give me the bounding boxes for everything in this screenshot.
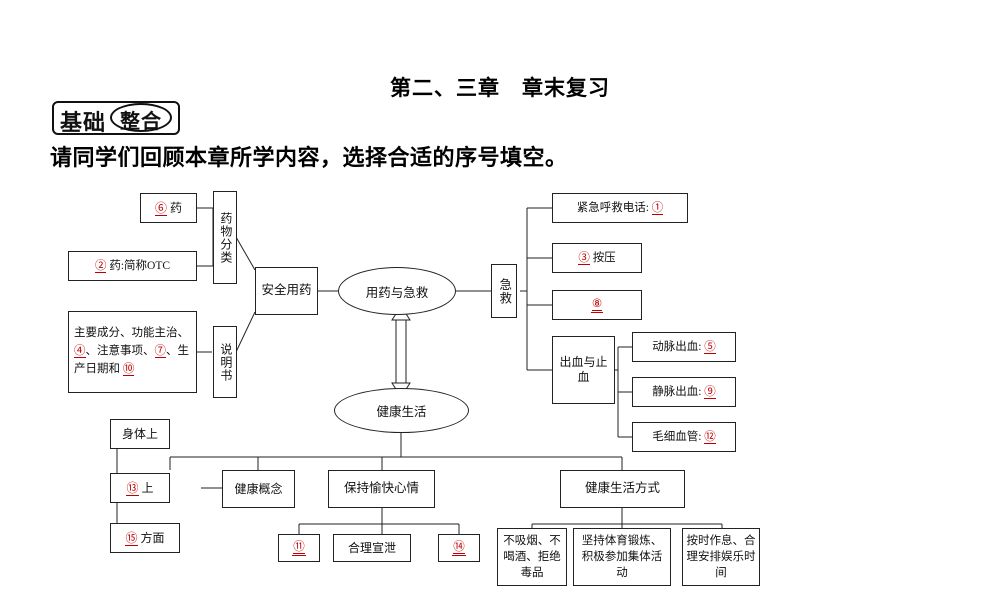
node-label: 坚持体育锻炼、积极参加集体活动 — [581, 534, 663, 580]
node-label: ⑧ — [590, 297, 604, 313]
node-emergency-phone: 紧急呼救电话: ① — [552, 193, 688, 223]
node-label: 按时作息、合理安排娱乐时间 — [686, 534, 756, 580]
section-stamp: 基础 整合 — [52, 101, 180, 135]
node-capillary-bleeding: 毛细血管: ⑫ — [632, 422, 736, 452]
node-label: 保持愉快心情 — [343, 481, 419, 496]
node-label: 健康生活方式 — [584, 481, 660, 496]
node-no-smoking-drinking-drugs: 不吸烟、不喝酒、拒绝毒品 — [497, 528, 567, 586]
node-label: 出血与止血 — [559, 355, 608, 384]
node-blank-eight: ⑧ — [552, 290, 642, 320]
node-label: 药物分类 — [218, 211, 233, 264]
node-keep-happy-mood: 保持愉快心情 — [328, 470, 435, 508]
center-node-healthy-living: 健康生活 — [334, 388, 469, 433]
node-healthy-lifestyle: 健康生活方式 — [560, 470, 685, 508]
instruction-text: 请同学们回顾本章所学内容，选择合适的序号填空。 — [50, 145, 568, 170]
node-label: 安全用药 — [261, 283, 312, 298]
node-label: 用药与急救 — [365, 285, 429, 300]
node-nonprescription-drug: ⑥ 药 — [140, 193, 197, 223]
node-label: 主要成分、功能主治、④、注意事项、⑦、生产日期和 ⑩ — [74, 327, 189, 376]
node-label: ⑬ 上 — [126, 480, 154, 496]
node-label: 不吸烟、不喝酒、拒绝毒品 — [503, 534, 561, 580]
node-physical-aspect: 身体上 — [110, 419, 170, 449]
stamp-text-secondary: 整合 — [120, 111, 162, 133]
stamp-text-primary: 基础 — [60, 110, 107, 135]
node-package-insert: 说明书 — [213, 326, 237, 398]
node-label: ⑪ — [292, 540, 306, 556]
node-safe-medication: 安全用药 — [255, 267, 318, 315]
node-blank-thirteen: ⑬ 上 — [110, 473, 170, 503]
node-blank-fourteen: ⑭ — [438, 534, 480, 562]
node-label: 紧急呼救电话: ① — [576, 201, 664, 215]
node-drug-classification: 药物分类 — [213, 191, 237, 284]
node-arterial-bleeding: 动脉出血: ⑤ — [632, 332, 736, 362]
node-regular-rest-and-leisure: 按时作息、合理安排娱乐时间 — [682, 528, 760, 586]
node-label: 身体上 — [121, 426, 158, 441]
node-drug-instructions-content: 主要成分、功能主治、④、注意事项、⑦、生产日期和 ⑩ — [68, 311, 197, 393]
node-label: ② 药:简称OTC — [94, 259, 171, 273]
node-otc-drug: ② 药:简称OTC — [68, 251, 197, 281]
node-health-concept: 健康概念 — [222, 470, 295, 508]
page-title: 第二、三章 章末复习 — [390, 76, 610, 100]
node-label: 静脉出血: ⑨ — [652, 385, 716, 399]
node-blank-eleven: ⑪ — [278, 534, 320, 562]
node-label: 健康生活 — [376, 405, 427, 419]
node-chest-compression: ③ 按压 — [552, 243, 642, 273]
node-exercise-and-group-activity: 坚持体育锻炼、积极参加集体活动 — [573, 528, 671, 586]
stamp-frame — [52, 101, 180, 135]
node-label: 毛细血管: ⑫ — [652, 430, 716, 444]
node-first-aid: 急救 — [491, 264, 517, 318]
center-node-medication-and-first-aid: 用药与急救 — [338, 267, 456, 315]
node-label: ③ 按压 — [578, 251, 616, 265]
node-label: 说明书 — [218, 342, 233, 382]
node-label: ⑮ 方面 — [125, 530, 165, 546]
node-label: ⑥ 药 — [154, 200, 183, 216]
node-venous-bleeding: 静脉出血: ⑨ — [632, 377, 736, 407]
node-blank-fifteen: ⑮ 方面 — [110, 523, 180, 553]
node-label: ⑭ — [452, 540, 466, 556]
node-reasonable-venting: 合理宣泄 — [333, 534, 411, 562]
node-label: 合理宣泄 — [347, 540, 396, 555]
stamp-oval — [110, 103, 172, 132]
node-label: 急救 — [497, 277, 512, 305]
node-label: 健康概念 — [234, 481, 283, 496]
node-bleeding-and-hemostasis: 出血与止血 — [552, 336, 615, 404]
node-label: 动脉出血: ⑤ — [652, 340, 716, 354]
